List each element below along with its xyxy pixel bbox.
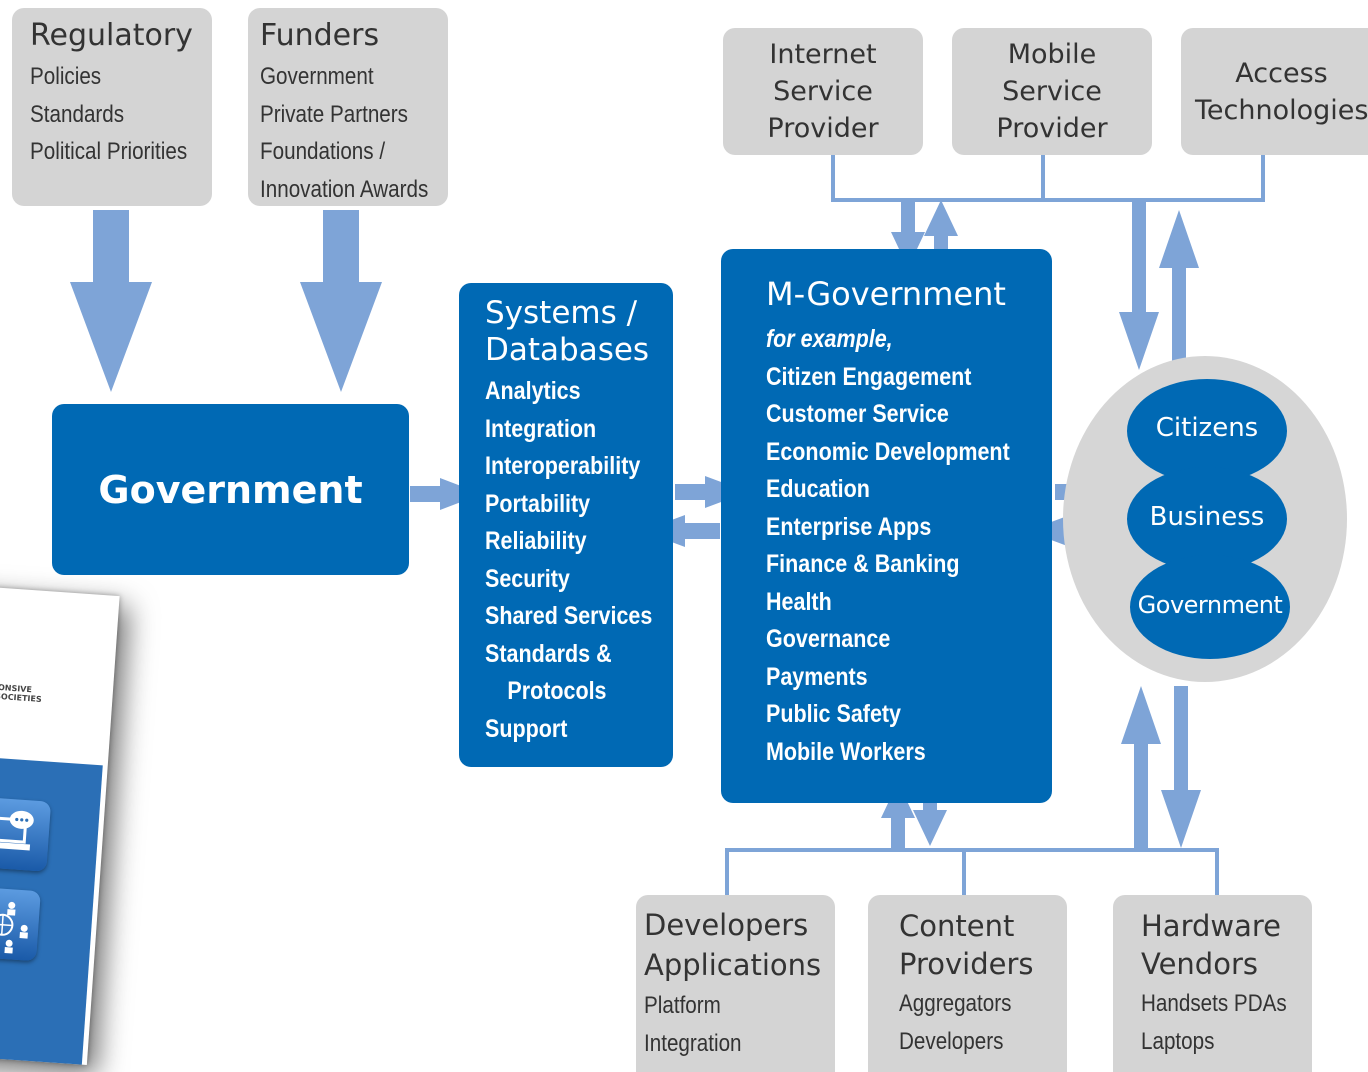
systems-databases-box: Systems / Databases Analytics Integratio… <box>459 283 673 767</box>
msp-line: Provider <box>996 113 1108 144</box>
mgov-subtitle: for example, <box>766 325 893 353</box>
systems-title-line: Systems / <box>485 295 638 331</box>
mgov-item: Mobile Workers <box>766 737 926 766</box>
hardware-item: Laptops <box>1141 1027 1215 1055</box>
isp-line: Internet <box>769 39 877 70</box>
hardware-title-line: Vendors <box>1141 947 1258 981</box>
developers-title-line: Applications <box>644 948 822 982</box>
funders-title: Funders <box>260 18 380 53</box>
mgov-item: Governance <box>766 625 891 653</box>
chat-laptop-icon <box>0 797 52 872</box>
systems-item: Analytics <box>485 377 581 405</box>
systems-item: Interoperability <box>485 452 641 480</box>
stakeholder-government-label: Government <box>1137 591 1283 619</box>
hardware-vendors-box: Hardware Vendors Handsets PDAs Laptops <box>1113 895 1312 1072</box>
funders-box: Funders Government Private Partners Foun… <box>248 8 448 206</box>
systems-title-line: Databases <box>485 332 650 368</box>
funders-item: Innovation Awards <box>260 175 429 203</box>
access-line: Technologies <box>1195 95 1368 126</box>
mgov-item: Economic Development <box>766 437 1010 466</box>
access-technologies-box: Access Technologies <box>1181 28 1368 155</box>
systems-item: Integration <box>485 414 597 443</box>
access-line: Access <box>1235 58 1328 89</box>
developers-title-line: Developers <box>644 908 809 942</box>
mobile-service-provider-box: Mobile Service Provider <box>952 28 1152 155</box>
mgov-item: Public Safety <box>766 700 902 728</box>
hardware-title-line: Hardware <box>1141 909 1282 943</box>
developers-item: Integration <box>644 1029 742 1057</box>
msp-line: Service <box>1002 76 1102 107</box>
funders-item: Government <box>260 63 374 90</box>
mgov-item: Finance & Banking <box>766 550 960 578</box>
msp-line: Mobile <box>1007 39 1097 70</box>
mgov-item: Payments <box>766 662 868 691</box>
systems-item: Protocols <box>507 677 607 705</box>
isp-line: Service <box>773 76 873 107</box>
systems-item: Reliability <box>485 527 587 555</box>
mgov-item: Education <box>766 475 870 503</box>
content-item: Aggregators <box>899 990 1012 1017</box>
regulatory-title: Regulatory <box>30 18 193 53</box>
mgov-item: Health <box>766 587 832 616</box>
regulatory-item: Political Priorities <box>30 138 188 165</box>
regulatory-box: Regulatory Policies Standards Political … <box>12 8 212 206</box>
funders-item: Foundations / <box>260 138 386 165</box>
content-title-line: Providers <box>899 947 1034 981</box>
m-government-box: M-Government for example, Citizen Engage… <box>721 249 1052 803</box>
business-label: Business <box>1149 502 1265 532</box>
systems-item: Portability <box>485 489 591 518</box>
network-people-icon <box>0 886 41 962</box>
developers-item: Platform <box>644 992 721 1019</box>
systems-item: Shared Services <box>485 602 653 630</box>
funders-item: Private Partners <box>260 100 408 128</box>
internet-service-provider-box: Internet Service Provider <box>723 28 923 155</box>
regulatory-item: Standards <box>30 100 125 128</box>
content-title-line: Content <box>899 909 1015 943</box>
systems-item: Support <box>485 714 568 743</box>
mgov-title: M-Government <box>766 275 1006 313</box>
systems-item: Security <box>485 564 570 593</box>
isp-line: Provider <box>767 113 879 144</box>
regulatory-item: Policies <box>30 63 102 90</box>
content-providers-box: Content Providers Aggregators Developers <box>868 895 1067 1072</box>
systems-item: Standards & <box>485 639 612 668</box>
developers-applications-box: Developers Applications Platform Integra… <box>636 895 835 1072</box>
government-box: Government <box>52 404 409 575</box>
mgov-item: Customer Service <box>766 400 949 428</box>
government-label: Government <box>98 467 363 512</box>
brochure-thumbnail: ESPONSIVE ED SOCIETIES <box>0 585 120 1066</box>
mgov-item: Enterprise Apps <box>766 512 932 541</box>
citizens-label: Citizens <box>1155 413 1259 443</box>
mgov-item: Citizen Engagement <box>766 362 972 391</box>
hardware-item: Handsets PDAs <box>1141 990 1287 1017</box>
content-item: Developers <box>899 1027 1004 1055</box>
